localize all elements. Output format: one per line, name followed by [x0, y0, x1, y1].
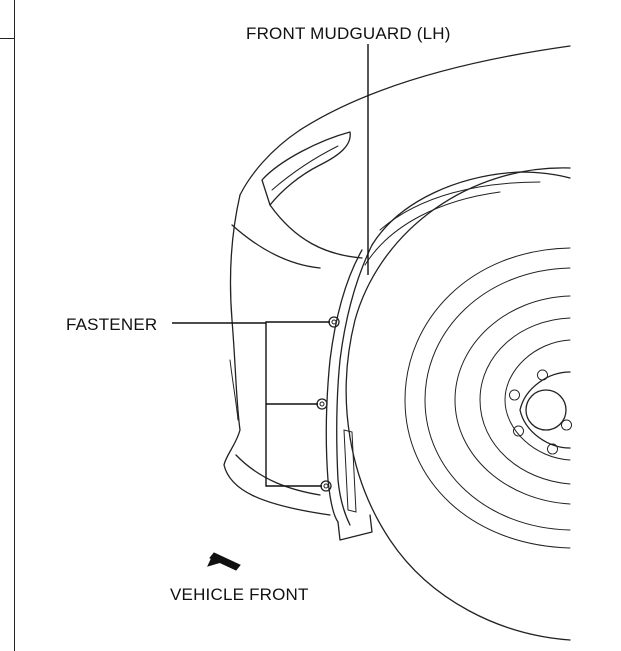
fog-lamp-shadow: [229, 359, 239, 421]
headlamp-inner: [271, 145, 339, 191]
hub-outer: [519, 371, 571, 449]
fastener-icon: [320, 480, 332, 492]
tire-outer-top: [371, 171, 571, 246]
body-contour: [299, 45, 571, 131]
vehicle-front-arrow-icon: [207, 552, 241, 571]
mudguard-edge-inner: [336, 244, 373, 526]
rim-arc-4: [479, 317, 571, 485]
lug-nut-4: [547, 443, 558, 455]
fastener-icon: [328, 316, 340, 328]
tire-tread: [379, 181, 541, 231]
frame-border: [14, 0, 15, 651]
mudguard-edge: [325, 249, 363, 523]
lug-nut-5: [561, 419, 572, 431]
rim-arc-1: [404, 247, 571, 549]
rim-arc-3: [454, 295, 571, 505]
front-mudguard-label: FRONT MUDGUARD (LH): [246, 24, 451, 43]
body-roof-line: [239, 129, 301, 196]
fastener-icon: [316, 398, 328, 410]
fastener-label: FASTENER: [66, 315, 158, 334]
bumper-upper: [269, 204, 363, 259]
lug-nut-3: [513, 425, 524, 437]
lug-nut-2: [509, 389, 520, 401]
headlamp: [261, 131, 351, 206]
hub-center: [525, 389, 567, 431]
mudguard-flap-detail: [343, 429, 357, 513]
lug-nut-1: [537, 369, 548, 381]
bumper-front: [223, 194, 331, 516]
tire-outer: [345, 167, 571, 641]
rim-arc-2: [424, 267, 571, 531]
bumper-crease: [231, 224, 321, 269]
rim-arc-5: [504, 339, 571, 461]
bumper-lower-edge: [235, 454, 321, 496]
vehicle-front-label: VEHICLE FRONT: [170, 585, 309, 604]
tire-tread-2: [364, 191, 501, 266]
frame-tick: [0, 38, 14, 39]
mudguard-flap: [337, 514, 373, 541]
